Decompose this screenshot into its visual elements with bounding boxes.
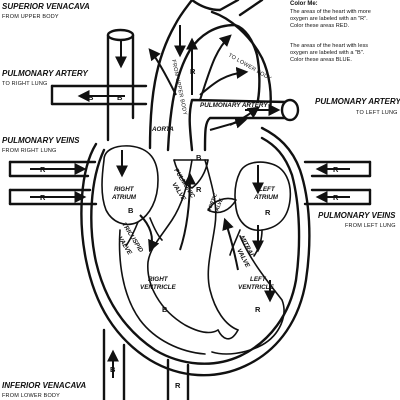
marker-r-pv-right-1: R xyxy=(40,165,46,174)
marker-b-ivc: B xyxy=(110,365,116,374)
pulmonary-artery-vessel xyxy=(50,84,300,152)
legend-red-line3: Color these areas RED. xyxy=(290,23,350,29)
legend-blue-line3: Color these areas BLUE. xyxy=(290,57,352,63)
legend-red-line2: oxygen are labeled with an "R". xyxy=(290,16,368,22)
left-atrium-chamber xyxy=(234,161,292,232)
descending-aorta-vessel xyxy=(166,358,190,400)
marker-r-aorta-top: R xyxy=(190,67,196,76)
heart-outline xyxy=(80,126,311,377)
label-left-atrium-line1: LEFT xyxy=(259,186,276,193)
marker-b-right-ventricle: B xyxy=(162,305,168,314)
marker-r-pv-left-2: R xyxy=(333,193,339,202)
label-right-ventricle-line1: RIGHT xyxy=(148,276,169,283)
label-to-right-lung: TO RIGHT LUNG xyxy=(2,81,48,87)
label-inferior-venacava: INFERIOR VENACAVA xyxy=(2,381,86,390)
legend-red-line1: The areas of the heart with more xyxy=(290,9,371,15)
label-from-right-lung: FROM RIGHT LUNG xyxy=(2,148,57,154)
label-from-upper-body: FROM UPPER BODY xyxy=(2,14,59,20)
label-right-atrium-line1: RIGHT xyxy=(114,186,135,193)
label-left-ventricle-line1: LEFT xyxy=(250,276,267,283)
label-pulmonary-artery-center: PULMONARY ARTERY xyxy=(200,102,268,109)
label-superior-venacava: SUPERIOR VENACAVA xyxy=(2,2,90,11)
legend-blue-line2: oxygen are labeled with a "B". xyxy=(290,50,365,56)
marker-b-svc: B xyxy=(117,93,123,102)
label-to-left-lung: TO LEFT LUNG xyxy=(356,110,398,116)
pulmonary-veins-right-lung-vessel xyxy=(8,160,98,206)
marker-b-right-atrium: B xyxy=(128,206,134,215)
label-right-ventricle-line2: VENTRICLE xyxy=(140,284,176,291)
ventricle-walls xyxy=(118,159,285,355)
marker-r-left-atrium: R xyxy=(265,208,271,217)
marker-r-pv-right-2: R xyxy=(40,193,46,202)
flow-arrows xyxy=(30,25,350,378)
marker-b-pulmonic: B xyxy=(196,153,202,162)
inferior-venacava-vessel xyxy=(102,328,126,400)
marker-r-left-ventricle: R xyxy=(255,305,261,314)
tricuspid-valve-shape xyxy=(125,217,163,247)
label-right-atrium-line2: ATRIUM xyxy=(111,194,137,201)
label-pulmonary-artery-left-lung: PULMONARY ARTERY xyxy=(315,97,400,106)
label-left-atrium-line2: ATRIUM xyxy=(253,194,279,201)
pulmonary-veins-left-lung-vessel xyxy=(303,160,372,206)
legend-title: Color Me: xyxy=(290,1,318,7)
label-aortic-valve-line2: VALVE xyxy=(213,197,225,215)
label-pulmonary-veins-right-lung: PULMONARY VEINS xyxy=(2,136,80,145)
label-pulmonary-artery-right-lung: PULMONARY ARTERY xyxy=(2,69,88,78)
marker-r-aortic: R xyxy=(196,185,202,194)
label-aorta: AORTA xyxy=(151,126,174,133)
label-from-left-lung: FROM LEFT LUNG xyxy=(345,223,396,229)
aortic-valve-shape xyxy=(207,197,237,214)
label-pulmonary-veins-left-lung: PULMONARY VEINS xyxy=(318,211,396,220)
pulmonic-valve-shape xyxy=(173,159,209,189)
right-atrium-chamber xyxy=(101,145,159,226)
label-from-lower-body: FROM LOWER BODY xyxy=(2,393,60,399)
aorta-vessel xyxy=(148,0,272,152)
marker-b-pa-right: B xyxy=(88,93,94,102)
legend-blue-line1: The areas of the heart with less xyxy=(290,43,368,49)
label-left-ventricle-line2: VENTRICLE xyxy=(238,284,274,291)
coloring-instructions: Color Me: The areas of the heart with mo… xyxy=(290,1,371,63)
marker-r-pv-left-1: R xyxy=(333,165,339,174)
marker-r-descending-aorta: R xyxy=(175,381,181,390)
marker-b-pa-left: B xyxy=(251,108,257,117)
